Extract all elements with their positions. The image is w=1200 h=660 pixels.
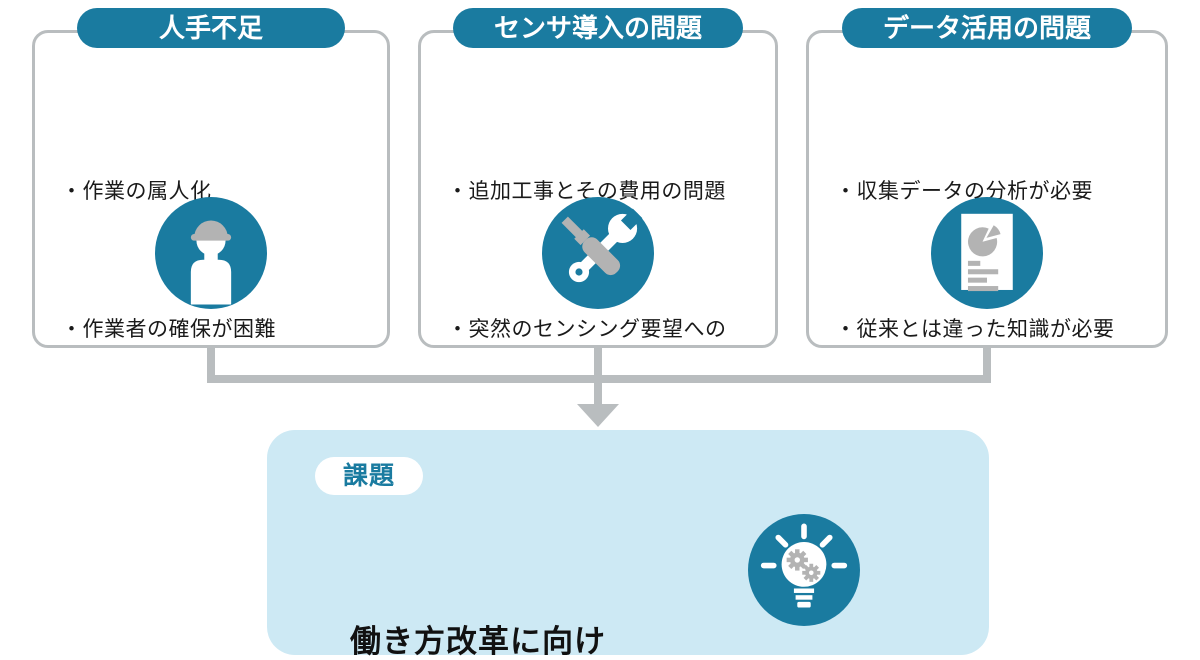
problem-card-labor: 人手不足 ・作業の属人化 ・作業者の確保が困難 [32,8,390,348]
bullet-item: ・作業の属人化 [61,180,212,203]
connector-stub-left [207,347,215,379]
idea-icon [748,514,860,626]
bullet-item: ・作業者の確保が困難 [61,318,276,341]
problem-card-data: データ活用の問題 ・収集データの分析が必要 ・従来とは違った知識が必要 [806,8,1168,348]
bullet-item: ・突然のセンシング要望への [447,318,727,341]
issue-text-line: 働き方改革に向け [350,624,606,659]
issue-box: 課題 働き方改革に向け 業務のやり方を変えたい [267,430,989,659]
bullet-item: ・収集データの分析が必要 [835,180,1093,203]
card-title-labor: 人手不足 [77,8,345,48]
bullet-item: ・従来とは違った知識が必要 [835,318,1115,341]
problem-card-sensor: センサ導入の問題 ・追加工事とその費用の問題 ・突然のセンシング要望への 対応が… [418,8,778,479]
down-arrow-icon [577,404,619,427]
worker-icon [155,197,267,309]
report-icon [931,197,1043,309]
card-title-sensor: センサ導入の問題 [453,8,743,48]
card-title-data: データ活用の問題 [842,8,1132,48]
bullet-item: ・追加工事とその費用の問題 [447,180,726,203]
connector-stub-center [594,347,602,405]
connector-stub-right [983,347,991,379]
issue-badge: 課題 [315,457,424,495]
tools-icon [542,197,654,309]
